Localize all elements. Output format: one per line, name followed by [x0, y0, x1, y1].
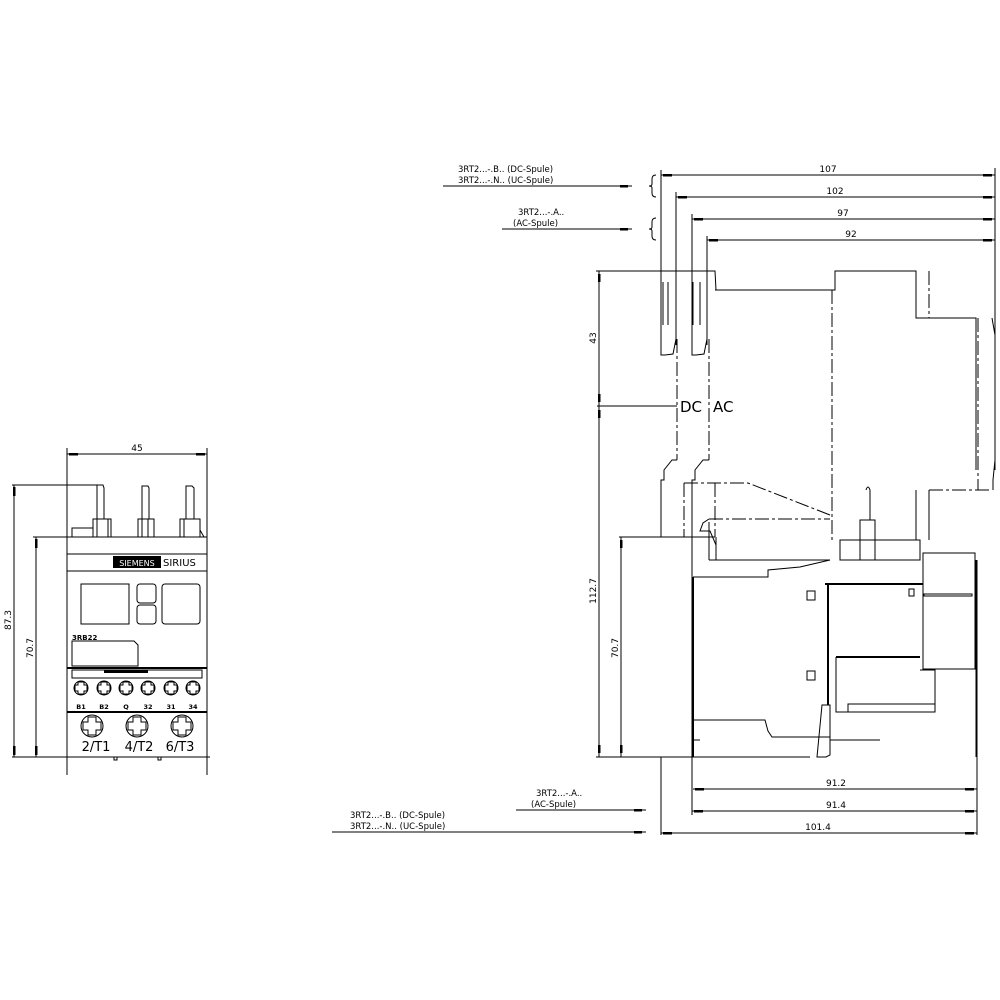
siemens-logo — [113, 556, 161, 568]
label-ac-coil-top-2: (AC-Spule) — [513, 219, 558, 229]
dim-101-4: 101.4 — [805, 823, 831, 833]
dim-97: 97 — [837, 209, 848, 219]
dim-107: 107 — [819, 165, 836, 175]
dim-height-70-7: 70.7 — [26, 638, 36, 658]
label-ac-coil-top: 3RT2...-.A.. — [518, 208, 564, 218]
label-dc-coil-bottom: 3RT2...-.B.. (DC-Spule) — [350, 811, 445, 821]
main-terminal-label: 6/T3 — [166, 740, 195, 755]
main-terminal-label: 2/T1 — [82, 740, 111, 755]
dim-91-2: 91.2 — [826, 779, 846, 789]
coil-marker-dc: DC — [680, 398, 702, 416]
type-label: 3RB22 — [72, 634, 97, 642]
dim-70-7-side: 70.7 — [611, 638, 621, 658]
side-view: 3RT2...-.B.. (DC-Spule) 3RT2...-.N.. (UC… — [443, 165, 996, 758]
aux-terminal-label: 32 — [143, 703, 152, 711]
dim-102: 102 — [826, 187, 843, 197]
dim-43: 43 — [589, 332, 599, 343]
product-name: SIRIUS — [163, 558, 196, 569]
label-dc-coil-top: 3RT2...-.B.. (DC-Spule) — [458, 165, 553, 175]
main-terminal-label: 4/T2 — [125, 740, 154, 755]
dim-92: 92 — [845, 230, 856, 240]
dim-91-4: 91.4 — [826, 801, 846, 811]
aux-terminal-label: 31 — [166, 703, 176, 711]
aux-terminal-screws — [73, 680, 201, 696]
label-ac-coil-bottom-2: (AC-Spule) — [531, 800, 576, 810]
label-uc-coil-top: 3RT2...-.N.. (UC-Spule) — [458, 176, 553, 186]
aux-terminal-label: 34 — [188, 703, 198, 711]
label-uc-coil-bottom: 3RT2...-.N.. (UC-Spule) — [350, 822, 445, 832]
main-terminal-screws — [80, 714, 194, 738]
brand-logo-text: SIEMENS — [119, 559, 155, 568]
front-view: 45 87.3 70.7 SIEMENS SIRIUS — [4, 444, 210, 775]
aux-terminal-label: B2 — [99, 703, 108, 711]
aux-terminal-label: B1 — [76, 703, 86, 711]
coil-marker-ac: AC — [713, 398, 733, 416]
dim-width-45: 45 — [131, 444, 142, 454]
dim-112-7: 112.7 — [589, 578, 599, 604]
aux-terminal-label: Q — [123, 703, 129, 711]
bottom-dimensions: 3RT2...-.A.. (AC-Spule) 3RT2...-.B.. (DC… — [332, 560, 978, 835]
label-ac-coil-bottom: 3RT2...-.A.. — [536, 789, 582, 799]
dim-height-87-3: 87.3 — [4, 610, 14, 630]
